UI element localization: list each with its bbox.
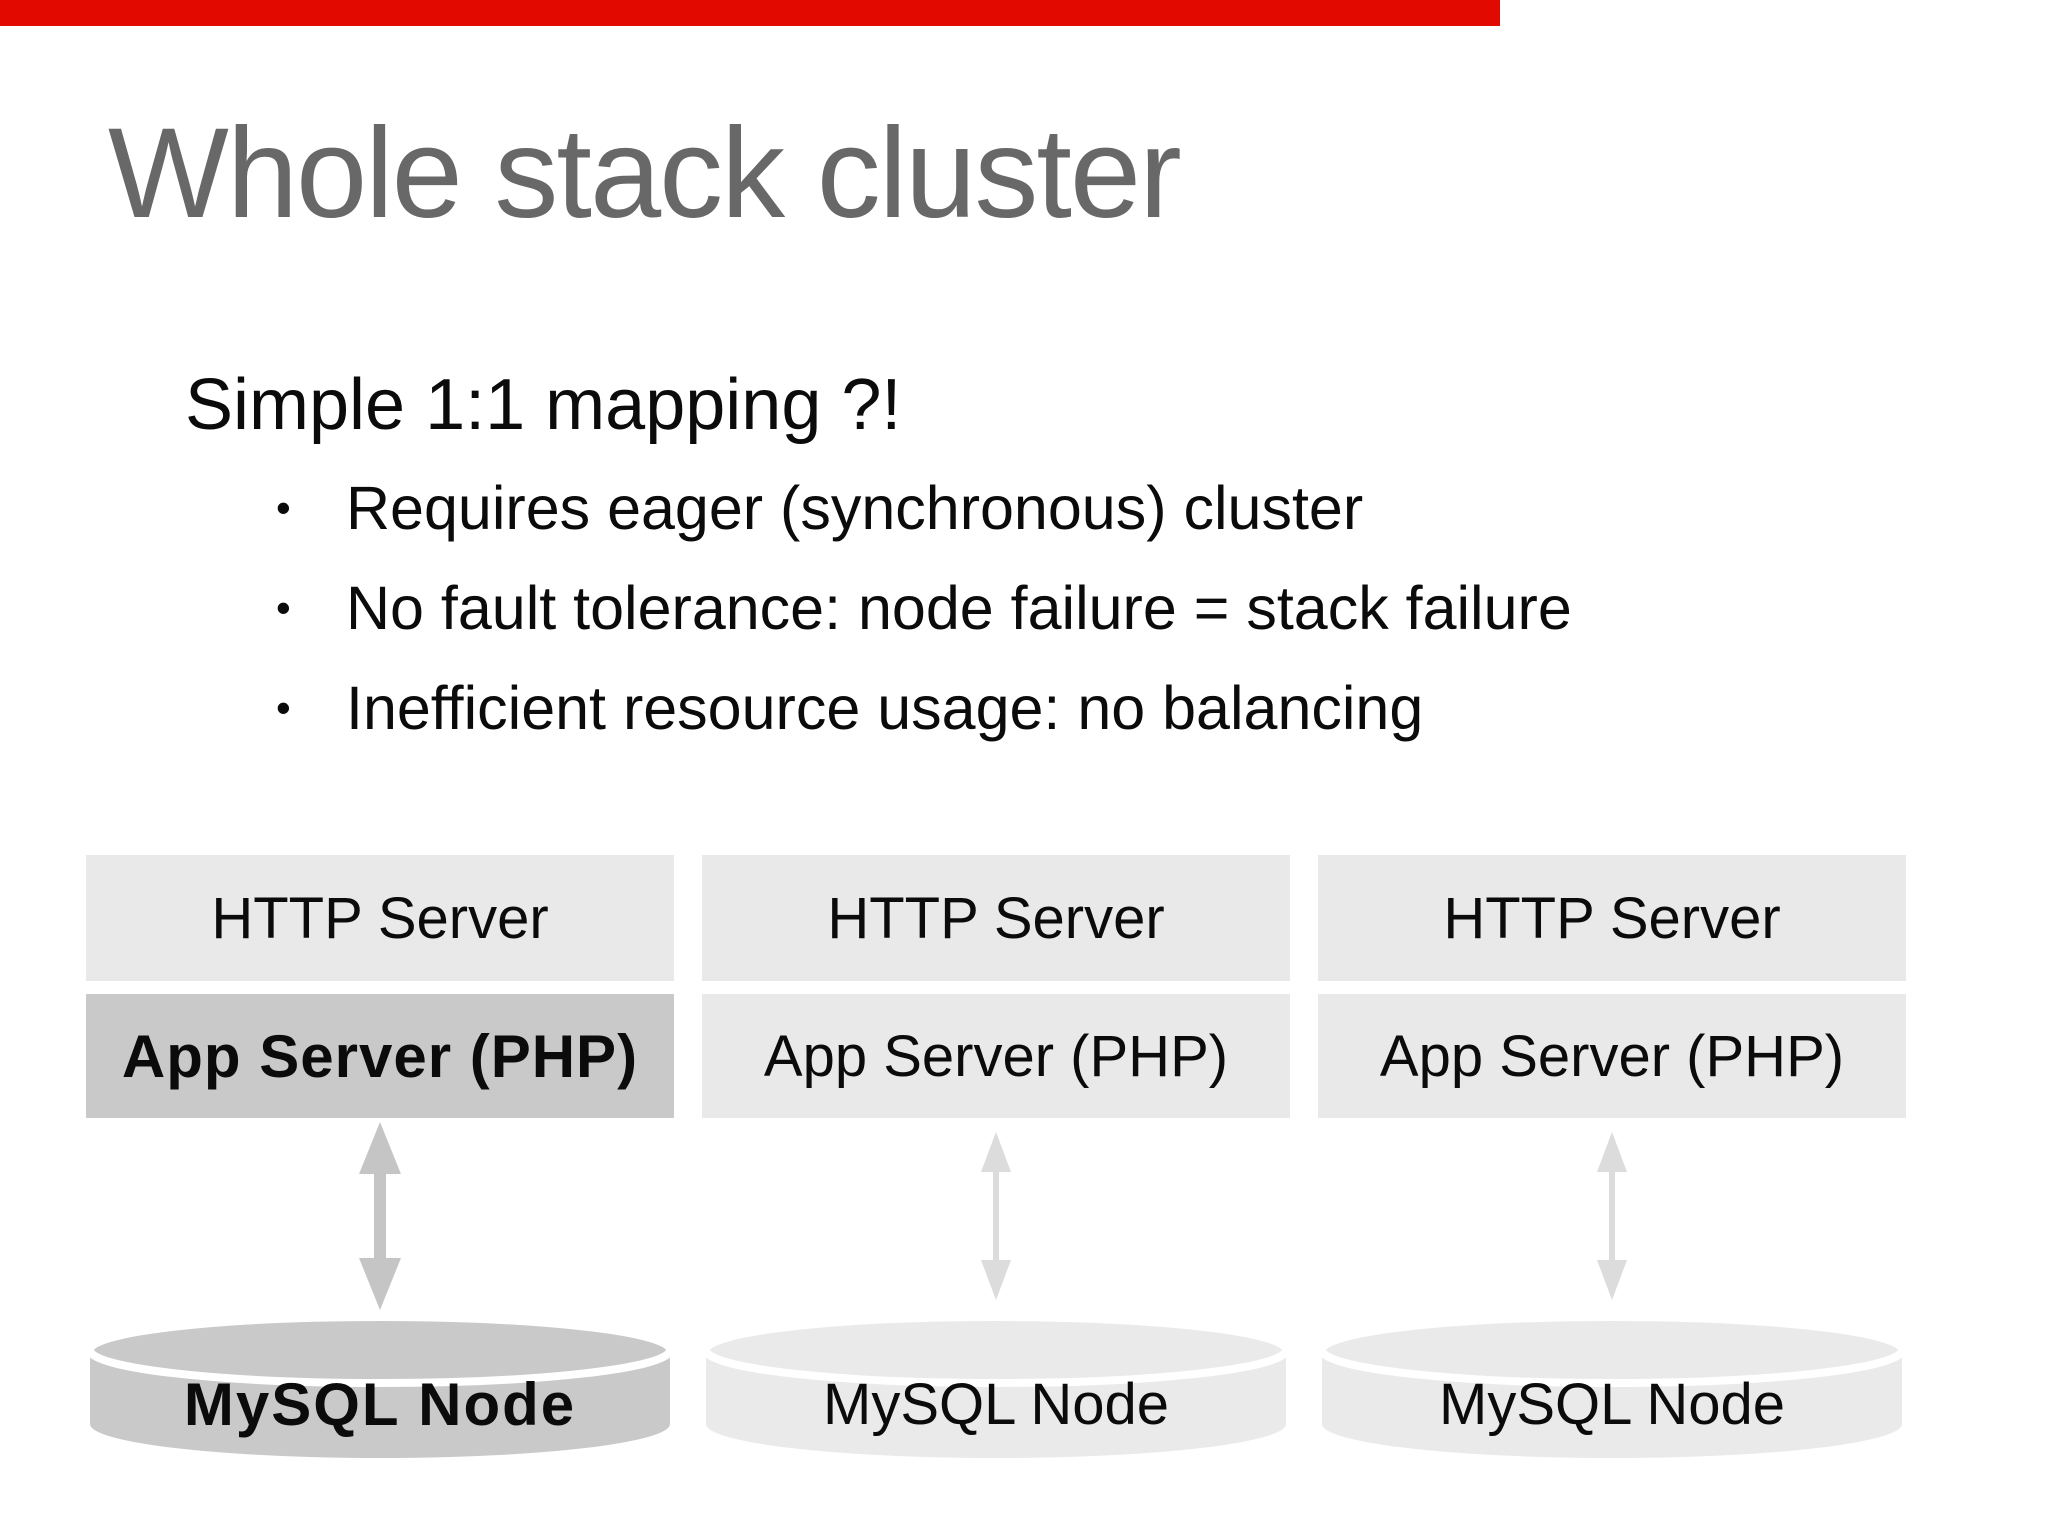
bullet-dot-icon: • xyxy=(276,584,291,631)
slide-title: Whole stack cluster xyxy=(108,102,1182,245)
double-arrow-icon xyxy=(1597,1132,1627,1300)
database-cylinder-icon xyxy=(86,1314,674,1458)
mysql-node-cylinder: MySQL Node xyxy=(702,1314,1290,1466)
bullet-item: • No fault tolerance: node failure = sta… xyxy=(258,558,1572,658)
mysql-node-label: MySQL Node xyxy=(183,1370,577,1438)
database-cylinder-icon xyxy=(1318,1314,1906,1458)
stack-column-3: HTTP Server App Server (PHP) MySQL Node xyxy=(1318,855,1906,1466)
bullet-text: Inefficient resource usage: no balancing xyxy=(346,674,1424,742)
app-server-label: App Server (PHP) xyxy=(121,1022,639,1090)
http-server-box: HTTP Server xyxy=(1318,855,1906,981)
http-server-label: HTTP Server xyxy=(1443,885,1781,951)
app-server-box: App Server (PHP) xyxy=(1318,994,1906,1118)
slide-subtitle: Simple 1:1 mapping ?! xyxy=(185,365,902,445)
http-server-box: HTTP Server xyxy=(702,855,1290,981)
red-progress-bar xyxy=(0,0,1500,26)
http-server-label: HTTP Server xyxy=(827,885,1165,951)
bullet-text: No fault tolerance: node failure = stack… xyxy=(346,574,1572,642)
bullet-dot-icon: • xyxy=(276,484,291,531)
mysql-node-label: MySQL Node xyxy=(823,1371,1169,1437)
app-server-box: App Server (PHP) xyxy=(702,994,1290,1118)
bullet-item: • Requires eager (synchronous) cluster xyxy=(258,458,1572,558)
app-server-label: App Server (PHP) xyxy=(1379,1023,1845,1089)
mysql-node-label: MySQL Node xyxy=(1439,1371,1785,1437)
bullet-text: Requires eager (synchronous) cluster xyxy=(346,474,1364,542)
bullet-list: • Requires eager (synchronous) cluster •… xyxy=(258,458,1572,758)
stack-column-1: HTTP Server App Server (PHP) MySQL Node xyxy=(86,855,674,1466)
http-server-box: HTTP Server xyxy=(86,855,674,981)
http-server-label: HTTP Server xyxy=(211,885,549,951)
bullet-dot-icon: • xyxy=(276,684,291,731)
app-server-box: App Server (PHP) xyxy=(86,994,674,1118)
stack-diagram: HTTP Server App Server (PHP) MySQL Node xyxy=(86,855,1906,1466)
app-server-label: App Server (PHP) xyxy=(763,1023,1229,1089)
double-arrow-icon xyxy=(981,1132,1011,1300)
database-cylinder-icon xyxy=(702,1314,1290,1458)
mysql-node-cylinder: MySQL Node xyxy=(86,1314,674,1466)
stack-column-2: HTTP Server App Server (PHP) MySQL Node xyxy=(702,855,1290,1466)
double-arrow-icon xyxy=(359,1122,401,1310)
mysql-node-cylinder: MySQL Node xyxy=(1318,1314,1906,1466)
bullet-item: • Inefficient resource usage: no balanci… xyxy=(258,658,1572,758)
